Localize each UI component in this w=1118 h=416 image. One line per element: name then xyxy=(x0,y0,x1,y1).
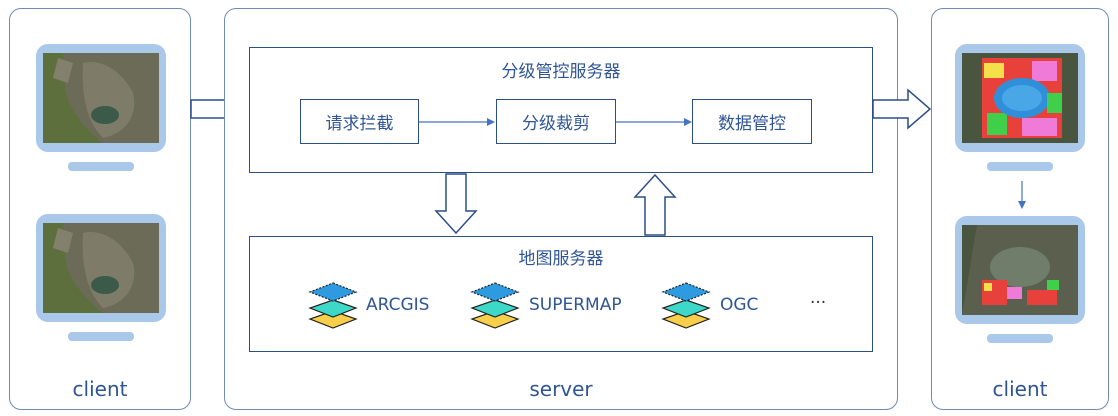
map-thumbnail xyxy=(962,225,1078,315)
satellite-map-image xyxy=(43,223,159,313)
right-client-caption: client xyxy=(992,377,1048,401)
monitor-stand xyxy=(68,162,134,171)
monitor-stand xyxy=(987,334,1053,343)
classified-map-image xyxy=(962,53,1078,143)
layer-label-arcgis: ARCGIS xyxy=(366,295,430,315)
map-thumbnail xyxy=(43,53,159,143)
arrow-down-icon xyxy=(1018,181,1026,209)
server-caption: server xyxy=(529,377,593,401)
layers-icon xyxy=(470,282,520,329)
step-request-intercept: 请求拦截 xyxy=(300,99,419,144)
layers-icon xyxy=(308,282,358,329)
hollow-arrow-right-icon xyxy=(872,88,932,130)
arrow-right-icon xyxy=(616,118,692,126)
arrow-right-icon xyxy=(419,118,495,126)
more-layers-ellipsis: ··· xyxy=(810,293,827,313)
satellite-map-image xyxy=(43,53,159,143)
step-tier-clipping: 分级裁剪 xyxy=(496,99,616,144)
monitor-stand xyxy=(987,162,1053,171)
map-server-box xyxy=(249,236,873,352)
partial-classified-map-image xyxy=(962,225,1078,315)
left-client-caption: client xyxy=(72,377,128,401)
hollow-arrow-down-icon xyxy=(434,173,478,235)
layers-icon xyxy=(661,282,711,329)
hollow-arrow-up-icon xyxy=(633,173,677,236)
monitor-stand xyxy=(68,332,134,341)
map-server-title: 地图服务器 xyxy=(518,249,604,269)
layer-label-ogc: OGC xyxy=(720,295,759,315)
map-thumbnail xyxy=(962,53,1078,143)
map-thumbnail xyxy=(43,223,159,313)
tier-control-server-title: 分级管控服务器 xyxy=(501,62,621,82)
step-data-control: 数据管控 xyxy=(692,99,812,144)
layer-label-supermap: SUPERMAP xyxy=(529,295,622,315)
